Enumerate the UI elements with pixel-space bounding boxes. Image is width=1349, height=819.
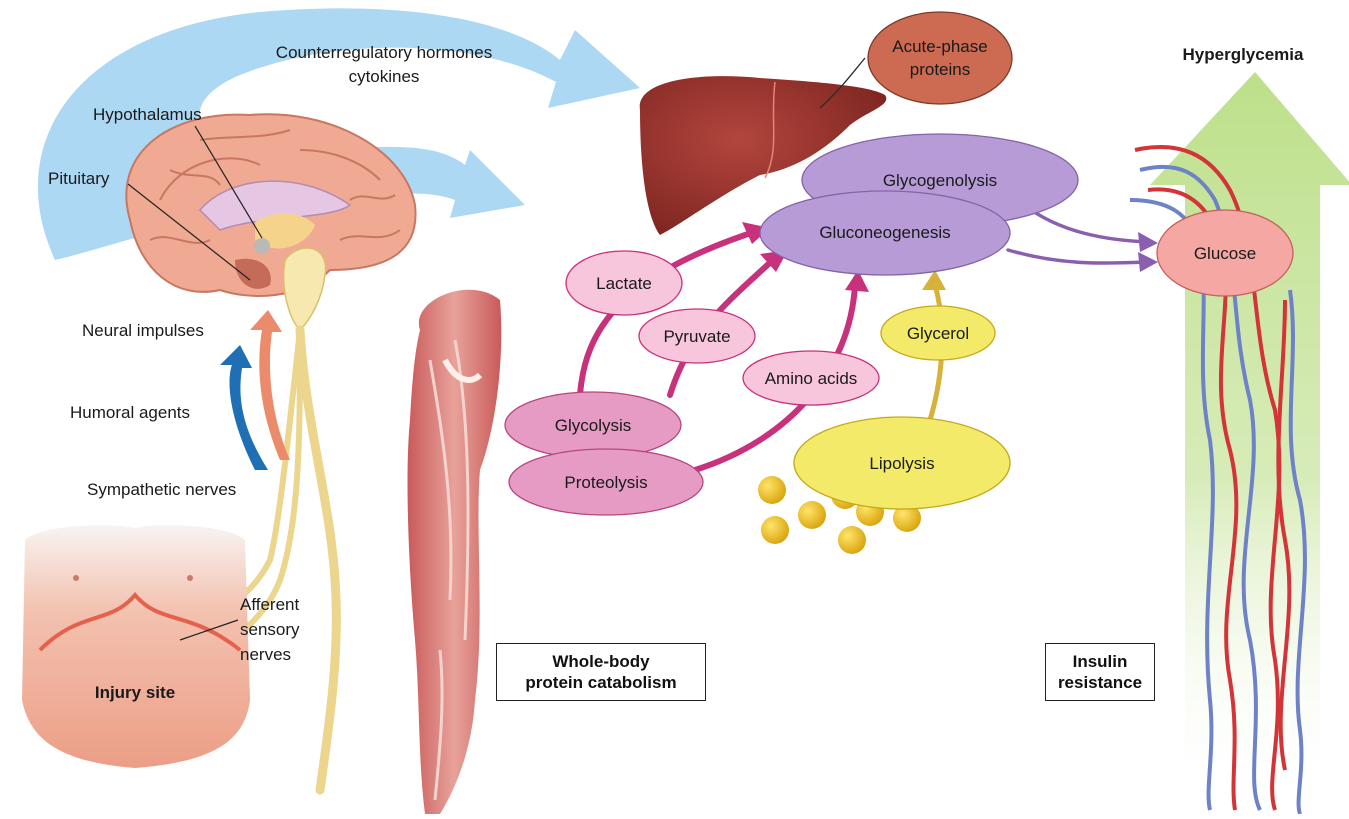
node-glycerol: Glycerol bbox=[881, 306, 995, 360]
glycerol-label: Glycerol bbox=[907, 324, 969, 343]
node-lactate: Lactate bbox=[566, 251, 682, 315]
amino-acids-label: Amino acids bbox=[765, 369, 858, 388]
node-gluconeogenesis: Gluconeogenesis bbox=[760, 191, 1010, 275]
pyruvate-label: Pyruvate bbox=[663, 327, 730, 346]
glycogenolysis-label: Glycogenolysis bbox=[883, 171, 997, 190]
protein-catabolism-line1: Whole-body bbox=[507, 651, 695, 672]
gluconeogenesis-label: Gluconeogenesis bbox=[819, 223, 950, 242]
hyperglycemia-label: Hyperglycemia bbox=[1183, 45, 1304, 64]
insulin-resistance-line2: resistance bbox=[1056, 672, 1144, 693]
counterregulatory-label-line1: Counterregulatory hormones bbox=[276, 43, 492, 62]
brain-illustration bbox=[126, 114, 415, 330]
counterregulatory-label-line2: cytokines bbox=[349, 67, 420, 86]
afferent-label-line2: sensory bbox=[240, 620, 300, 639]
node-lipolysis: Lipolysis bbox=[794, 417, 1010, 509]
node-glucose: Glucose bbox=[1157, 210, 1293, 296]
node-acute-phase-proteins: Acute-phase proteins bbox=[868, 12, 1012, 104]
node-glycolysis: Glycolysis bbox=[505, 392, 681, 458]
insulin-resistance-line1: Insulin bbox=[1056, 651, 1144, 672]
neural-impulses-arrow bbox=[250, 310, 290, 460]
acute-phase-label-line1: Acute-phase bbox=[892, 37, 987, 56]
arrow-gluconeogenesis-to-glucose bbox=[1008, 250, 1148, 263]
injury-site-label: Injury site bbox=[95, 683, 175, 702]
hyperglycemia-arrow bbox=[1150, 72, 1349, 810]
insulin-resistance-box: Insulin resistance bbox=[1045, 643, 1155, 701]
protein-catabolism-box: Whole-body protein catabolism bbox=[496, 643, 706, 701]
afferent-label-line1: Afferent bbox=[240, 595, 300, 614]
protein-catabolism-line2: protein catabolism bbox=[507, 672, 695, 693]
glucose-label: Glucose bbox=[1194, 244, 1256, 263]
proteolysis-label: Proteolysis bbox=[564, 473, 647, 492]
node-amino-acids: Amino acids bbox=[743, 351, 879, 405]
node-proteolysis: Proteolysis bbox=[509, 449, 703, 515]
torso-illustration bbox=[22, 525, 250, 768]
lipolysis-label: Lipolysis bbox=[869, 454, 934, 473]
node-pyruvate: Pyruvate bbox=[639, 309, 755, 363]
muscle-illustration bbox=[408, 290, 502, 814]
neural-impulses-label: Neural impulses bbox=[82, 321, 204, 340]
glycolysis-label: Glycolysis bbox=[555, 416, 632, 435]
humoral-agents-label: Humoral agents bbox=[70, 403, 190, 422]
acute-phase-label-line2: proteins bbox=[910, 60, 970, 79]
sympathetic-nerves-label: Sympathetic nerves bbox=[87, 480, 236, 499]
afferent-label-line3: nerves bbox=[240, 645, 291, 664]
pituitary-label: Pituitary bbox=[48, 169, 110, 188]
hypothalamus-label: Hypothalamus bbox=[93, 105, 202, 124]
lactate-label: Lactate bbox=[596, 274, 652, 293]
